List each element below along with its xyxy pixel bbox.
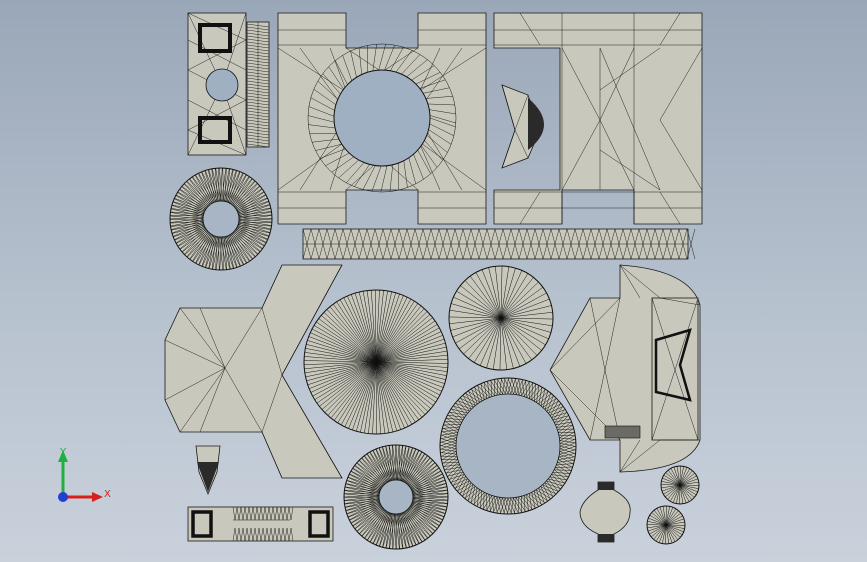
part-main-frame	[277, 12, 487, 225]
part-right-hex-plate	[549, 264, 701, 473]
disc-center-large	[303, 289, 449, 435]
x-axis-label: X	[104, 489, 111, 500]
part-small-clip	[579, 481, 631, 543]
part-small-wedge	[195, 445, 221, 496]
part-left-hex-plate	[164, 264, 343, 479]
small-disc-a	[660, 465, 700, 505]
ring-lattice	[439, 377, 577, 515]
part-long-strip	[302, 228, 696, 260]
origin-dot	[58, 492, 68, 502]
disc-center-right	[448, 265, 554, 371]
small-disc-b	[646, 505, 686, 545]
part-bottom-bar	[187, 506, 334, 542]
disc-left-top	[169, 167, 273, 271]
disc-bottom	[343, 444, 449, 550]
y-axis-label: Y	[59, 447, 67, 458]
part-side-plate	[187, 12, 270, 156]
view-triad[interactable]: Y X	[58, 447, 111, 502]
part-right-frame	[493, 12, 703, 225]
